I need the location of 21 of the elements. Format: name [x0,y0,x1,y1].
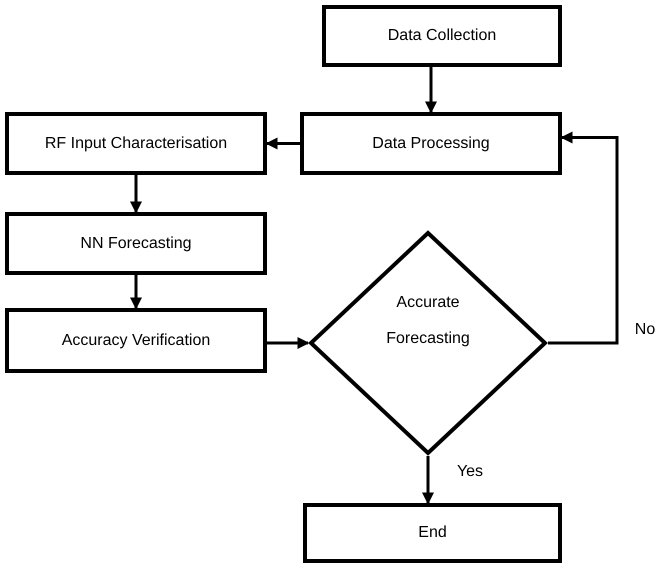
decision-diamond [308,230,548,456]
node-label: Data Collection [388,26,496,46]
arrow [267,337,310,349]
process-box [322,5,562,67]
node-label: Accurate Forecasting [385,293,471,348]
node-label: NN Forecasting [80,234,192,254]
arrow [425,67,437,114]
node-label: End [418,523,447,544]
node-label: RF Input Characterisation [44,134,228,154]
process-box [300,112,562,175]
arrow [130,175,142,214]
process-box [303,503,562,563]
process-box [5,112,267,175]
arrow [548,132,618,344]
process-box [5,212,267,275]
node-label: Accuracy Verification [62,330,210,351]
arrow [266,138,300,150]
arrow [130,275,142,310]
arrow [422,456,434,504]
process-box [5,308,267,373]
node-label: Data Processing [372,134,490,154]
